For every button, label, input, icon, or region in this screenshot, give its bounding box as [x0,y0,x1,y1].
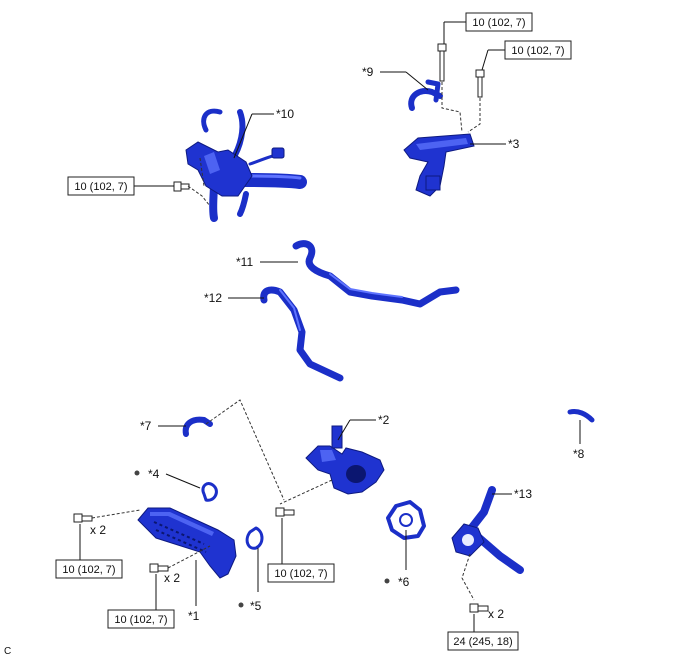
torque-label-7: 24 (245, 18) [453,636,512,648]
callout-11: *11 [236,255,298,269]
callout-8: *8 [573,420,585,461]
callout-label-5: *5 [250,599,262,613]
callout-4: *4 [134,467,201,489]
torque-label-2: 10 (102, 7) [511,45,564,57]
torque-box-6: 10 (102, 7) [267,518,335,583]
torque-box-2: 10 (102, 7) [481,40,572,71]
bolt-13 [469,603,489,613]
part-2-egr-valve [305,425,385,495]
bolt-1a [73,513,93,523]
callout-3: *3 [470,137,520,151]
part-8-hose [567,409,595,423]
callout-label-9: *9 [362,65,374,79]
bolt-3 [475,69,485,98]
torque-box-4: 10 (102, 7) [55,524,123,579]
callout-6: *6 [384,530,410,589]
part-13-pipe [451,486,524,574]
part-4-gasket [201,482,218,502]
part-12-pipe [260,286,344,382]
torque-box-5: 10 (102, 7) [107,574,175,629]
callout-label-12: *12 [204,291,222,305]
part-9-hose [408,79,443,111]
part-1-egr-cooler [137,507,237,579]
marker-dot-4 [134,470,140,476]
part-5-gasket [245,526,264,550]
callout-label-2: *2 [378,413,390,427]
callout-label-1: *1 [188,609,200,623]
callout-13: *13 [492,487,532,501]
marker-dot-5 [238,602,244,608]
callout-label-8: *8 [573,447,585,461]
part-7-hose [182,416,213,437]
torque-label-1: 10 (102, 7) [472,17,525,29]
part-3-bracket [403,133,475,197]
callout-label-6: *6 [398,575,410,589]
callout-label-11: *11 [236,255,253,269]
marker-dot-6 [384,578,390,584]
footer-code: C [4,646,11,657]
torque-label-4: 10 (102, 7) [62,564,115,576]
part-11-pipe [292,240,460,308]
callout-label-7: *7 [140,419,152,433]
torque-box-1: 10 (102, 7) [443,12,533,44]
bolt-10 [173,181,190,192]
bolt-1b [149,563,169,573]
part-10-assembly [185,108,307,222]
torque-box-3: 10 (102, 7) [67,176,174,196]
callout-12: *12 [204,291,264,305]
quantity-label-2: x 2 [164,571,180,585]
part-6-gasket [386,500,426,540]
bolt-2 [275,507,295,517]
callout-10: *10 [233,107,294,159]
callout-label-4: *4 [148,467,160,481]
bolt-9 [437,43,447,82]
callout-label-3: *3 [508,137,520,151]
callout-1: *1 [188,560,200,623]
callout-label-10: *10 [276,107,294,121]
callout-label-13: *13 [514,487,532,501]
torque-label-3: 10 (102, 7) [74,181,127,193]
callout-2: *2 [337,413,390,441]
callout-5: *5 [238,548,262,613]
quantity-label-1: x 2 [90,523,106,537]
torque-box-7: 24 (245, 18) [447,614,519,651]
torque-label-6: 10 (102, 7) [274,568,327,580]
callout-9: *9 [362,65,429,91]
torque-label-5: 10 (102, 7) [114,614,167,626]
callout-7: *7 [140,419,186,433]
quantity-label-3: x 2 [488,607,504,621]
